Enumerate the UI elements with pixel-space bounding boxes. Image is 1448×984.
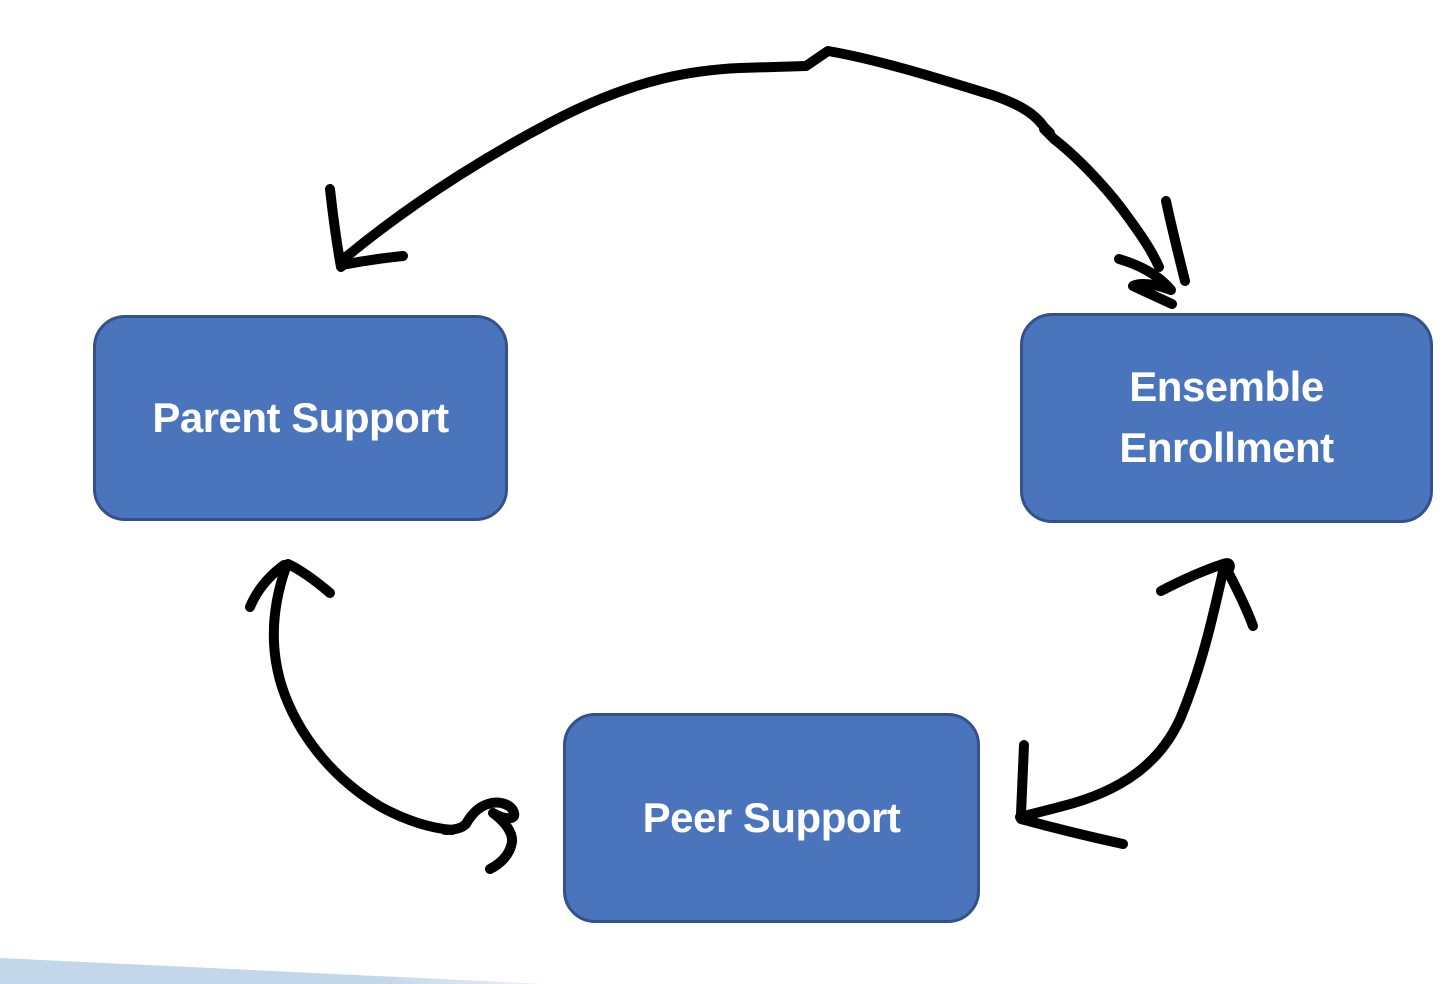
node-parent-support: Parent Support xyxy=(93,315,508,521)
arrowhead-down-left-icon xyxy=(1016,814,1128,849)
node-peer-support: Peer Support xyxy=(563,713,980,923)
arrowhead-up-icon xyxy=(245,560,289,612)
arrowhead-up-icon xyxy=(1221,563,1258,631)
arrowhead-left-icon xyxy=(337,251,408,270)
node-parent-support-label: Parent Support xyxy=(152,393,449,441)
arrow-peer-ensemble xyxy=(1015,558,1258,849)
arrowhead-down-left-icon xyxy=(1016,740,1029,819)
node-ensemble-enrollment: Ensemble Enrollment xyxy=(1020,313,1433,523)
arrow-parent-ensemble xyxy=(325,46,1190,309)
arrow-parent-ensemble-curve xyxy=(341,46,1164,272)
arrowhead-up-icon xyxy=(283,559,335,598)
node-peer-support-label: Peer Support xyxy=(642,793,901,841)
arrowhead-left-icon xyxy=(325,184,346,272)
bottom-left-wedge xyxy=(0,958,545,984)
arrow-peer-ensemble-curve xyxy=(1015,562,1229,822)
arrowhead-loop-icon xyxy=(440,797,520,874)
arrowhead-right-icon xyxy=(1114,254,1177,309)
node-ensemble-enrollment-label: Ensemble Enrollment xyxy=(1119,363,1334,471)
arrowhead-right-icon xyxy=(1161,196,1190,286)
arrow-parent-peer xyxy=(245,559,520,874)
arrow-parent-peer-curve xyxy=(268,562,457,835)
